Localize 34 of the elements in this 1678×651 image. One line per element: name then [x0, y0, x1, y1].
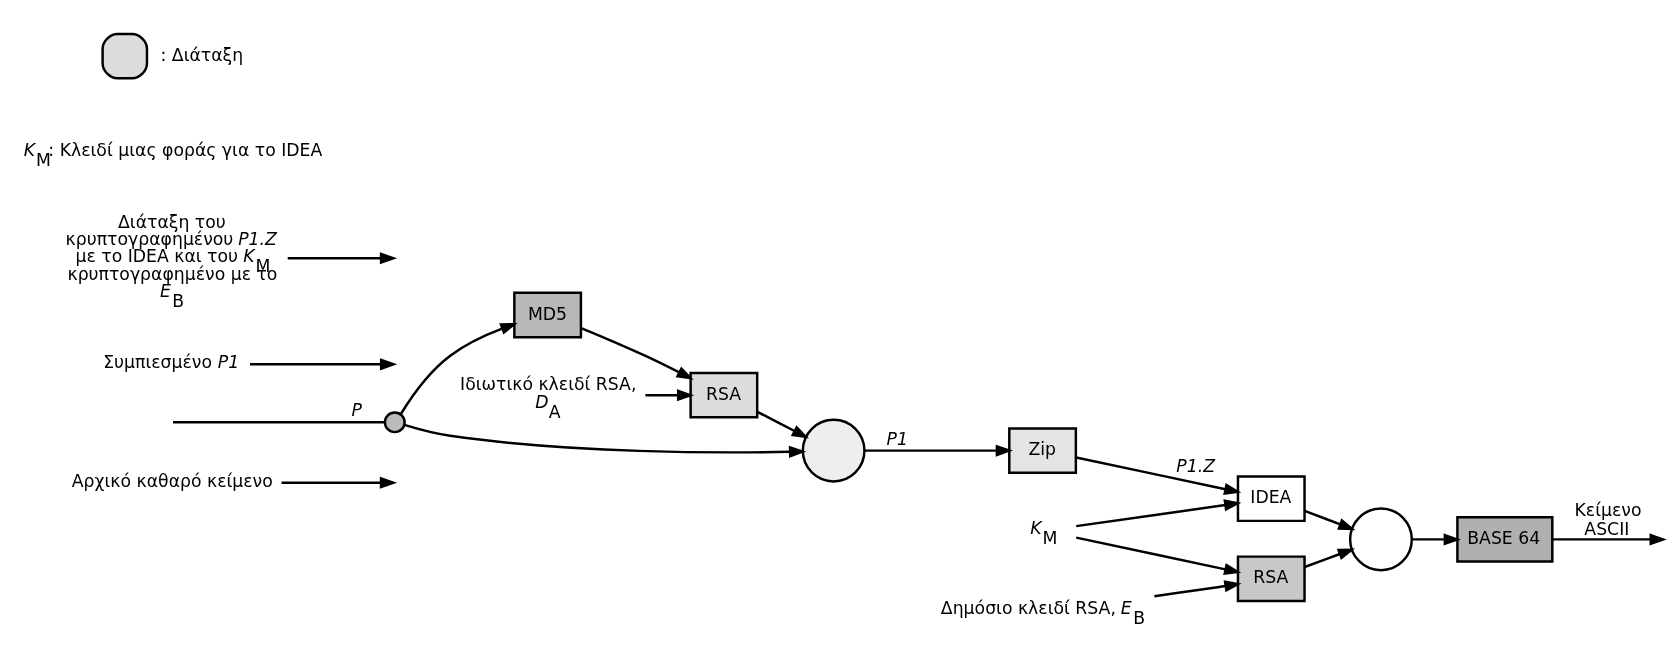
arrow	[580, 326, 694, 380]
edge-label: P1	[886, 428, 909, 449]
node-box: Zip	[1008, 427, 1078, 475]
arrow	[281, 476, 398, 489]
node-text: Συμπιεσμένο P1	[103, 351, 240, 372]
arrow	[1304, 548, 1356, 569]
edge-label: Κείμενο ASCII	[1574, 500, 1642, 539]
legend-label: : Διάταξη	[160, 44, 244, 65]
arrow	[1552, 533, 1667, 546]
arrow	[1076, 499, 1242, 528]
node-box: BASE 64	[1456, 515, 1554, 563]
node-box: RSA	[1236, 555, 1306, 603]
arrow	[645, 389, 695, 402]
arrow	[756, 410, 809, 439]
arrow	[404, 423, 807, 458]
arrow	[287, 252, 398, 265]
arrow	[1075, 536, 1242, 576]
node-box: IDEA	[1236, 475, 1306, 523]
node-circle	[383, 411, 406, 434]
node-box: RSA	[689, 371, 759, 419]
connector	[173, 421, 385, 424]
arrow	[1075, 456, 1242, 495]
node-circle	[1348, 507, 1413, 572]
node-text: Αρχικό καθαρό κείμενο	[71, 471, 273, 492]
node-box: MD5	[513, 291, 583, 339]
arrow	[1304, 509, 1356, 531]
arrow	[1154, 580, 1242, 598]
arrow	[1411, 533, 1461, 546]
edge-label: P1.Z	[1176, 455, 1216, 476]
arrow	[399, 323, 518, 415]
arrow	[250, 358, 398, 371]
node-circle	[801, 418, 866, 483]
arrow	[864, 444, 1013, 457]
edge-label: P	[351, 400, 363, 421]
